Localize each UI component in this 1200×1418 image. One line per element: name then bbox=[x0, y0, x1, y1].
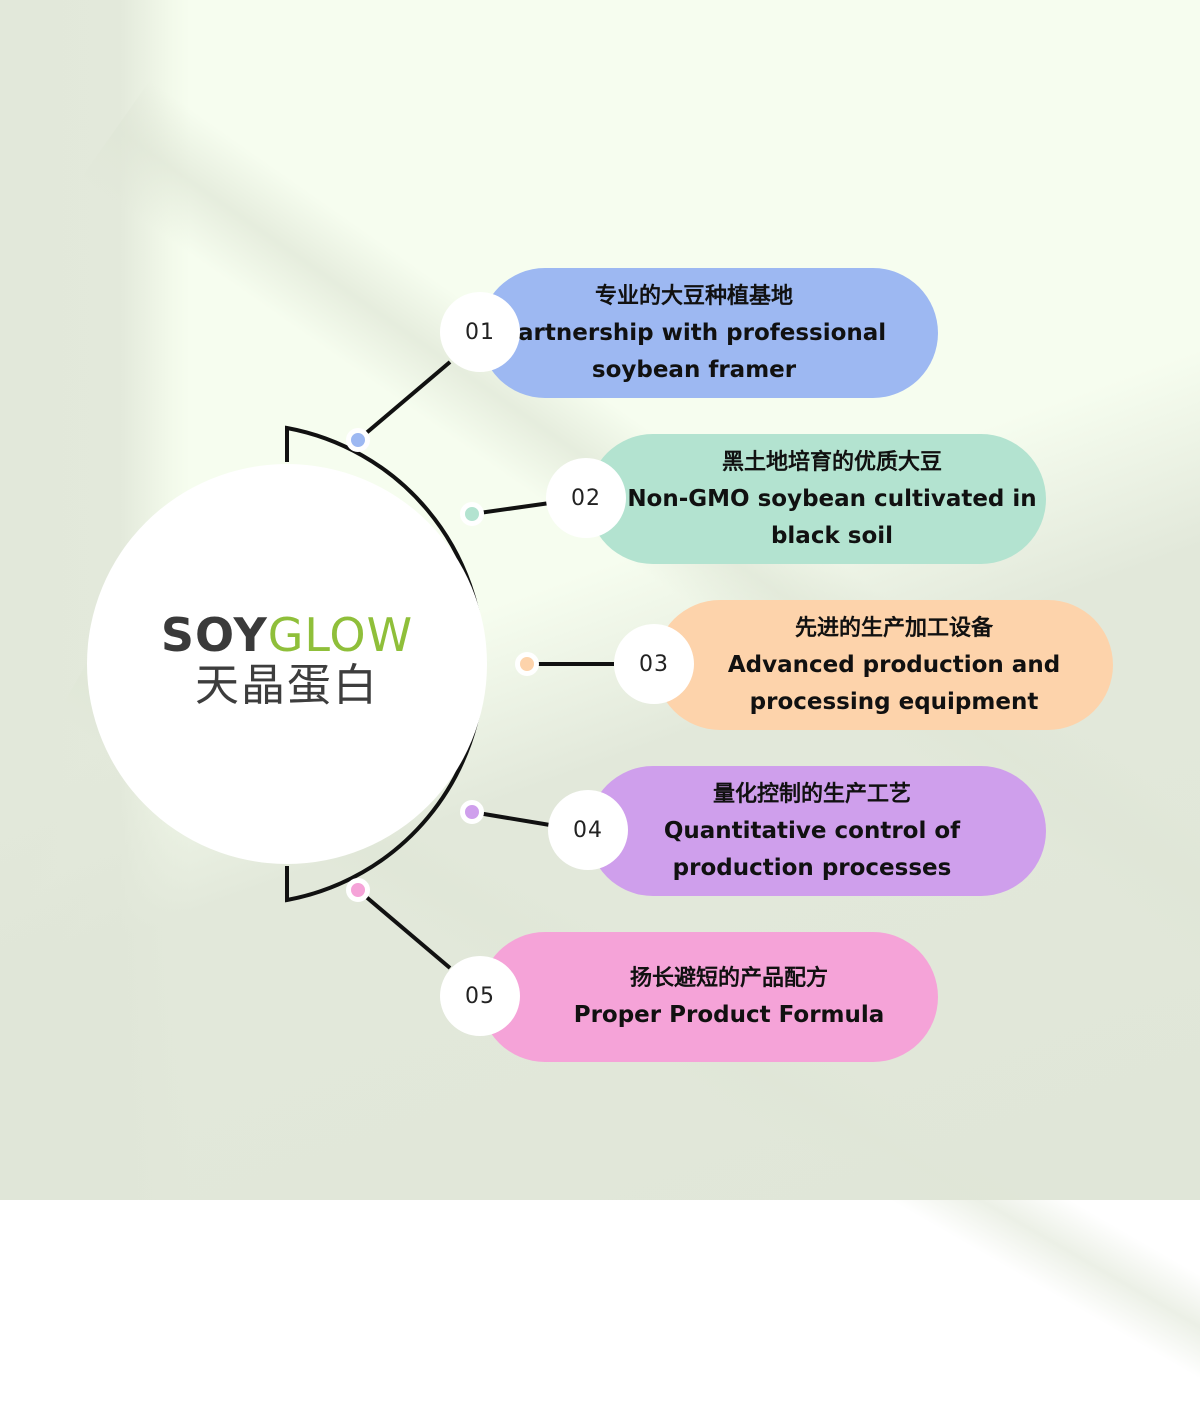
item-01-title-en-line2: soybean framer bbox=[591, 356, 797, 383]
item-05-title-en-line1: Proper Product Formula bbox=[573, 1002, 885, 1028]
connector-04 bbox=[471, 810, 551, 827]
item-04-title-en-line2: production processes bbox=[672, 854, 952, 881]
item-01-title-cn: 专业的大豆种植基地 bbox=[594, 283, 793, 309]
item-01-number: 01 bbox=[440, 292, 520, 372]
arc-dot-01 bbox=[346, 428, 370, 452]
brand-chinese-name: 天晶蛋白 bbox=[195, 659, 379, 711]
item-03-title-en-line2: processing equipment bbox=[749, 688, 1039, 715]
item-02-title-en-line1: Non-GMO soybean cultivated in bbox=[627, 485, 1037, 512]
brand-glow: GLOW bbox=[267, 607, 414, 662]
brand-logo: SOYGLOW bbox=[161, 612, 413, 658]
item-04-number: 04 bbox=[548, 790, 628, 870]
item-04-title-en-line1: Quantitative control of bbox=[663, 817, 961, 844]
item-04-pill: 量化控制的生产工艺 Quantitative control of produc… bbox=[588, 766, 1046, 896]
item-03-number: 03 bbox=[614, 624, 694, 704]
item-02-title-en-line2: black soil bbox=[770, 522, 894, 549]
connector-01 bbox=[356, 360, 452, 442]
arc-dot-03 bbox=[515, 652, 539, 676]
item-05-number: 05 bbox=[440, 956, 520, 1036]
item-02-pill: 黑土地培育的优质大豆 Non-GMO soybean cultivated in… bbox=[588, 434, 1046, 564]
arc-dot-04 bbox=[460, 800, 484, 824]
connector-02 bbox=[471, 501, 551, 516]
item-03-title-cn: 先进的生产加工设备 bbox=[794, 615, 993, 641]
item-01-title-en-line1: Partnership with professional bbox=[501, 319, 887, 346]
item-02-title-cn: 黑土地培育的优质大豆 bbox=[721, 449, 942, 475]
logo-circle: SOYGLOW 天晶蛋白 bbox=[87, 464, 487, 864]
arc-dot-02 bbox=[460, 502, 484, 526]
item-04-title-cn: 量化控制的生产工艺 bbox=[712, 781, 911, 807]
item-03-pill: 先进的生产加工设备 Advanced production and proces… bbox=[655, 600, 1113, 730]
item-01-pill: 专业的大豆种植基地 Partnership with professional … bbox=[480, 268, 938, 398]
item-05-title-cn: 扬长避短的产品配方 bbox=[629, 966, 828, 991]
item-03-title-en-line1: Advanced production and bbox=[727, 651, 1061, 678]
connector-05 bbox=[356, 888, 452, 970]
brand-soy: SOY bbox=[160, 607, 268, 662]
item-05-pill: 扬长避短的产品配方 Proper Product Formula bbox=[480, 932, 938, 1062]
arc-dot-05 bbox=[346, 878, 370, 902]
item-02-number: 02 bbox=[546, 458, 626, 538]
